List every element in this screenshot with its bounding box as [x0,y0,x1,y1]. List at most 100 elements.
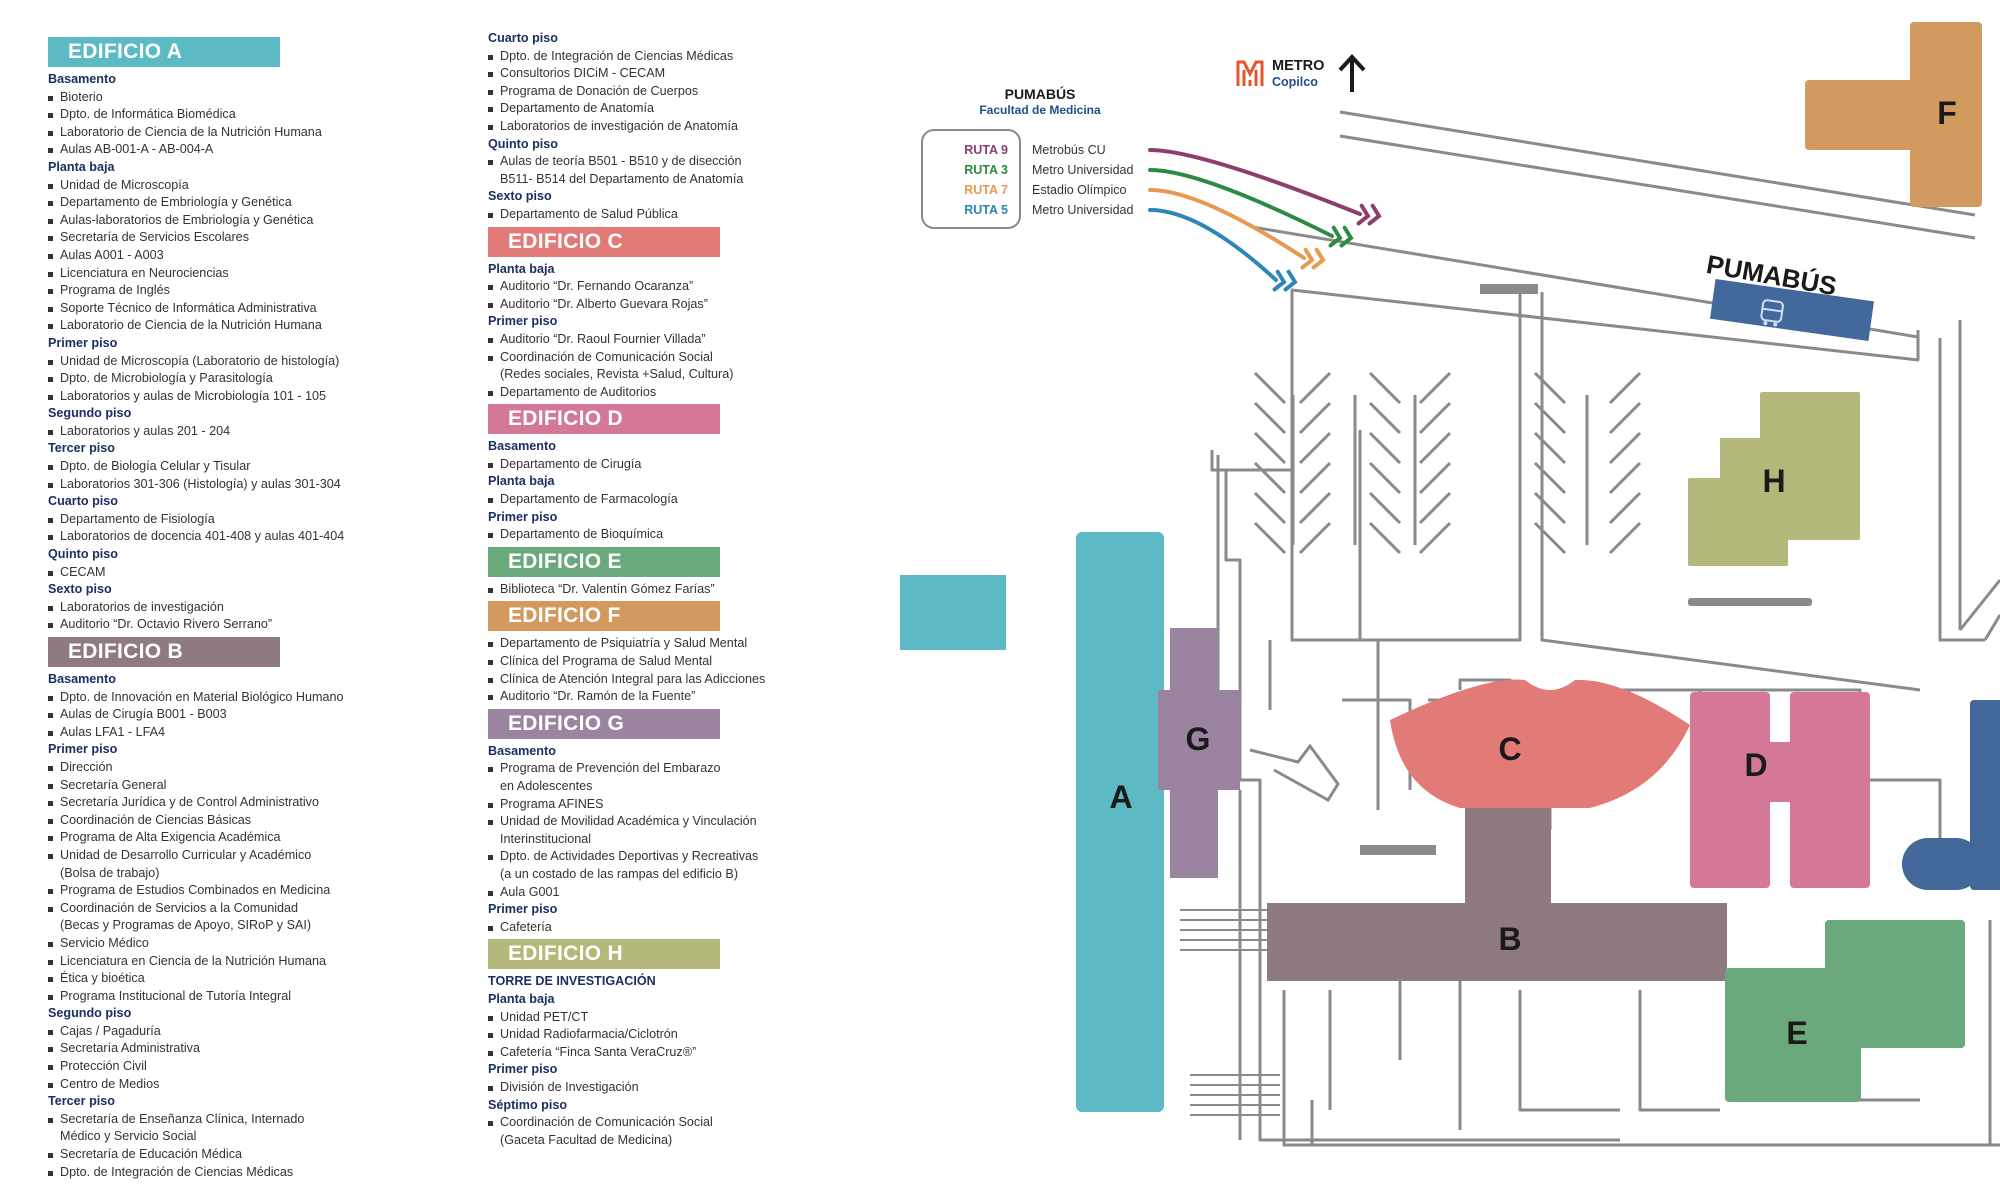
directory-item: Programa Institucional de Tutoría Integr… [48,988,468,1006]
directory-item: Unidad Radiofarmacia/Ciclotrón [488,1026,918,1044]
directory-item: Auditorio “Dr. Alberto Guevara Rojas” [488,296,918,314]
directory-item: Laboratorios y aulas de Microbiología 10… [48,388,468,406]
floor-heading: Sexto piso [48,582,112,597]
chevron-right-icon [1367,203,1382,226]
building-E [1725,920,1965,1102]
directory-item: Aulas-laboratorios de Embriología y Gené… [48,212,468,230]
directory-item: Auditorio “Dr. Ramón de la Fuente” [488,688,918,706]
route-destination: Estadio Olímpico [1032,183,1127,197]
directory-item: Unidad de Desarrollo Curricular y Académ… [48,847,468,882]
directory-item: Dpto. de Biología Celular y Tisular [48,458,468,476]
directory-item: Auditorio “Dr. Raoul Fournier Villada” [488,331,918,349]
bus-icon [1760,299,1784,327]
building-label-G: G [1186,721,1211,757]
directory-item: Aulas A001 - A003 [48,247,468,265]
pumabus-title: PUMABÚS [1005,85,1076,102]
floor-heading: Sexto piso [488,189,552,204]
directory-item: Cajas / Pagaduría [48,1023,468,1041]
route-code: RUTA 7 [964,183,1008,197]
directory-item: Departamento de Salud Pública [488,206,918,224]
floor-heading: Séptimo piso [488,1097,568,1112]
building-label-E: E [1786,1015,1807,1051]
route-code: RUTA 3 [964,163,1008,177]
directory-item: Departamento de Embriología y Genética [48,194,468,212]
route-line [1148,208,1278,282]
building-unlabeled-blue [1902,700,2000,890]
map-bars [1360,284,1812,855]
ramp [1249,743,1340,803]
floor-heading: Cuarto piso [48,494,118,509]
building-header-a: EDIFICIO A [48,37,280,67]
building-F [1805,22,1982,207]
building-header-b: EDIFICIO B [48,637,280,667]
directory-item: Programa de Estudios Combinados en Medic… [48,882,468,900]
floor-heading: Tercer piso [48,441,115,456]
floor-heading: Quinto piso [488,136,558,151]
directory-item: Aulas de Cirugía B001 - B003 [48,706,468,724]
route-line [1148,148,1362,216]
directory-item: Departamento de Farmacología [488,491,918,509]
directory-item: Centro de Medios [48,1076,468,1094]
directory-item: Dpto. de Informática Biomédica [48,106,468,124]
metro-subtitle: Copilco [1272,75,1318,89]
directory-item: Dpto. de Actividades Deportivas y Recrea… [488,848,918,883]
directory-item: CECAM [48,564,468,582]
route-lines [1148,148,1382,292]
directory-item: Dpto. de Innovación en Material Biológic… [48,689,468,707]
building-label-A: A [1109,779,1132,815]
building-C [1390,679,1690,808]
directory-item: Secretaría Jurídica y de Control Adminis… [48,794,468,812]
directory-item: Laboratorio de Ciencia de la Nutrición H… [48,124,468,142]
directory-item: Programa de Alta Exigencia Académica [48,829,468,847]
building-header-c: EDIFICIO C [488,226,720,257]
building-header-d: EDIFICIO D [488,404,720,435]
directory-item: Soporte Técnico de Informática Administr… [48,300,468,318]
floor-heading: Cuarto piso [488,31,558,45]
floor-heading: Basamento [48,72,116,86]
directory-item: Secretaría Administrativa [48,1040,468,1058]
directory-item: Aulas LFA1 - LFA4 [48,724,468,742]
building-header-g: EDIFICIO G [488,708,720,739]
metro-logo-icon [1235,58,1265,88]
route-line [1148,188,1306,260]
floor-heading: Primer piso [48,742,118,757]
directory-item: Clínica del Programa de Salud Mental [488,653,918,671]
directory-item: Coordinación de Ciencias Básicas [48,812,468,830]
building-label-H: H [1762,463,1785,499]
directory-item: Departamento de Fisiología [48,511,468,529]
directory-item: Departamento de Bioquímica [488,526,918,544]
chevron-right-icon [1283,269,1298,292]
route-code: RUTA 5 [964,203,1008,217]
up-arrow-icon [1338,54,1366,92]
floor-heading: Quinto piso [48,547,118,562]
floor-heading: Primer piso [488,314,558,329]
route-destination: Metro Universidad [1032,203,1133,217]
building-label-C: C [1498,731,1521,767]
floor-heading: Planta baja [488,261,555,276]
directory-item: Dpto. de Integración de Ciencias Médicas [488,48,918,66]
building-D [1690,692,1870,888]
directory-item: Coordinación de Comunicación Social (Red… [488,349,918,384]
directory-item: Cafetería “Finca Santa VeraCruz®” [488,1044,918,1062]
directory-item: Programa de Inglés [48,282,468,300]
directory-item: Programa de Prevención del Embarazo en A… [488,760,918,795]
campus-map: A G B C D E F H PUMABÚS METRO Copilco PU… [900,0,2000,1194]
directory-item: Licenciatura en Neurociencias [48,265,468,283]
directory-item: División de Investigación [488,1079,918,1097]
directory-item: Unidad PET/CT [488,1009,918,1027]
floor-heading: Segundo piso [48,406,132,421]
floor-heading: Planta baja [488,474,555,489]
directory-item: Unidad de Movilidad Académica y Vinculac… [488,813,918,848]
chevron-right-icon [1300,247,1315,270]
floor-heading: Segundo piso [48,1006,132,1021]
chevron-right-icon [1328,225,1343,248]
directory-item: Dirección [48,759,468,777]
directory-item: Secretaría de Educación Médica [48,1146,468,1164]
directory-item: Ética y bioética [48,970,468,988]
directory-item: Departamento de Auditorios [488,384,918,402]
floor-heading: Primer piso [488,1062,558,1077]
directory-item: Licenciatura en Ciencia de la Nutrición … [48,953,468,971]
directory-item: Secretaría de Servicios Escolares [48,229,468,247]
building-G [1158,628,1240,878]
